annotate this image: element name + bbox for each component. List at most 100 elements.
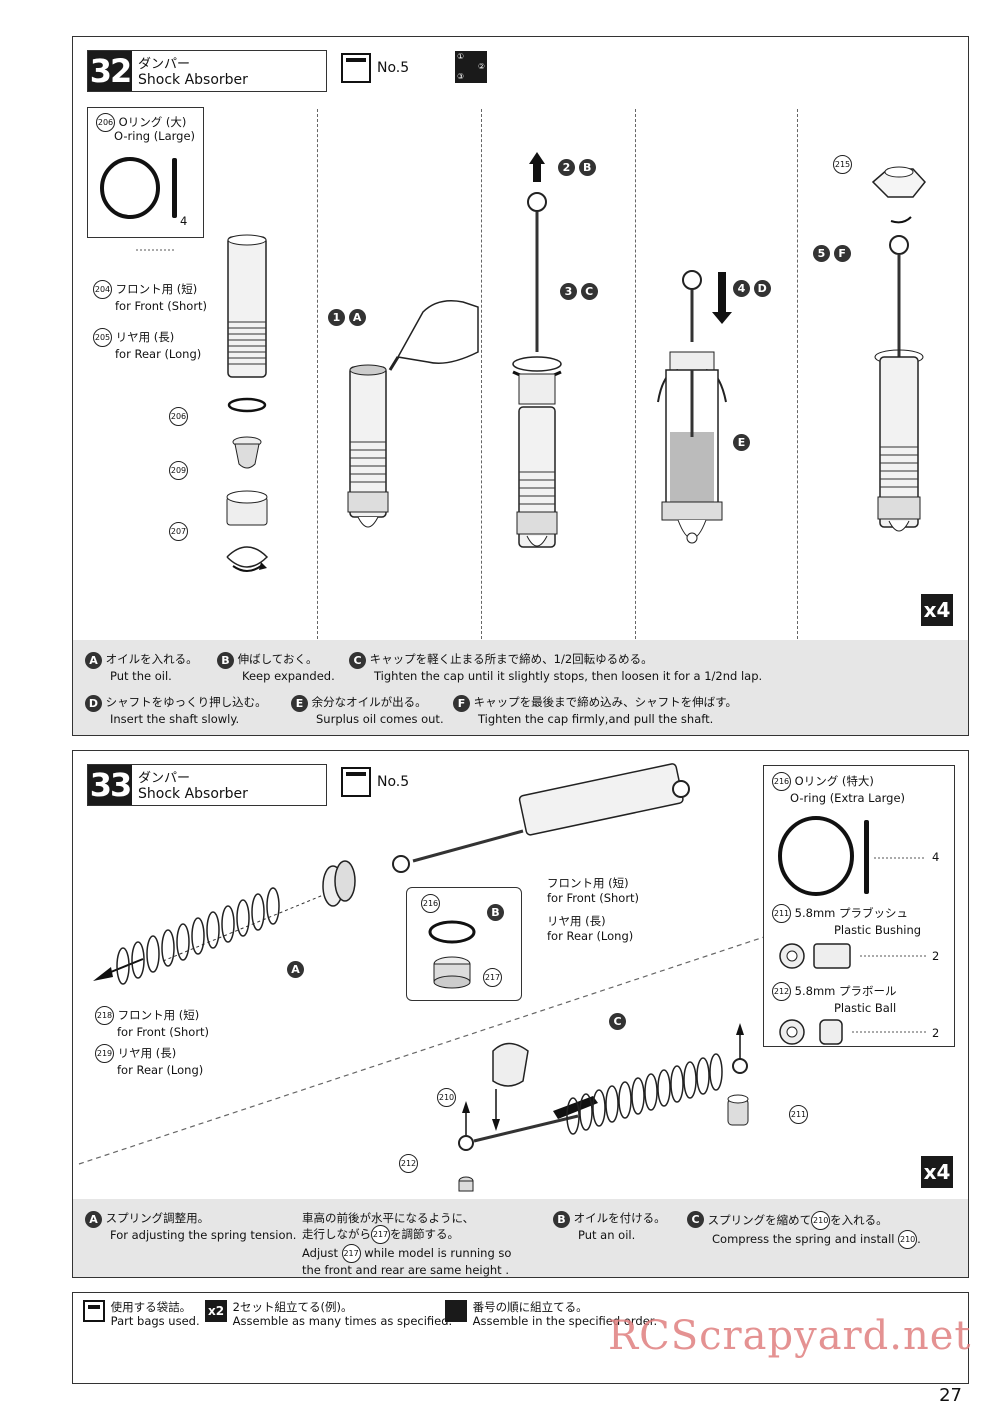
sequence-icon xyxy=(445,1300,467,1322)
pull-shaft-illustration xyxy=(512,152,562,548)
parts-211-qty: 2 xyxy=(932,949,940,963)
oring-qty: 4 xyxy=(180,214,188,228)
legend-jp: 2セット組立てる(例)。 xyxy=(232,1300,353,1314)
note-jp: スプリング調整用。 xyxy=(105,1211,210,1225)
part-number: 219 xyxy=(95,1044,114,1063)
callout-211: 211 xyxy=(789,1105,808,1124)
note-en: Tighten the cap firmly,and pull the shaf… xyxy=(478,712,714,726)
bag-label: No.5 xyxy=(377,60,410,76)
sequence-step-3: ③ xyxy=(457,72,465,81)
insert-shaft-illustration xyxy=(657,270,732,544)
note-c: C キャップを軽く止まる所まで締め、1/2回転ゆるめる。Tighten the … xyxy=(349,652,762,683)
part-en: for Front (Short) xyxy=(115,299,208,313)
part-number: 205 xyxy=(93,328,112,347)
watermark: RCScrapyard.net xyxy=(608,1313,972,1359)
step-title-jp: ダンパー xyxy=(138,57,191,72)
part-number: 210 xyxy=(811,1211,831,1230)
note-en: Keep expanded. xyxy=(242,669,335,683)
part-en: Plastic Bushing xyxy=(834,923,922,937)
legend-en: Assemble as many times as specified. xyxy=(232,1314,453,1328)
note-jp: を入れる。 xyxy=(830,1213,888,1227)
bag-indicator: No.5 xyxy=(341,767,409,797)
bag-icon xyxy=(341,53,371,83)
step-order: 5 xyxy=(813,245,830,262)
legend-bag: 使用する袋詰。 Part bags used. xyxy=(83,1300,200,1328)
step-32-notes: A オイルを入れる。Put the oil. B 伸ばしておく。Keep exp… xyxy=(73,640,968,735)
note-en: Put the oil. xyxy=(110,669,172,683)
step-badge-2: 2 B xyxy=(558,159,596,176)
step-badge-5: 5 F xyxy=(813,245,851,262)
note-en: Surplus oil comes out. xyxy=(316,712,444,726)
shock-assembly-exploded-illustration xyxy=(93,763,690,985)
callout-209: 209 xyxy=(169,461,188,480)
divider xyxy=(635,109,636,639)
step-order: 3 xyxy=(560,283,577,300)
note-letter: C xyxy=(687,1211,704,1228)
note-a: A スプリング調整用。 For adjusting the spring ten… xyxy=(85,1211,296,1242)
note-letter: B xyxy=(487,904,504,921)
step-title-en: Shock Absorber xyxy=(138,72,248,88)
note-letter: D xyxy=(85,695,102,712)
note-en: the front and rear are same height . xyxy=(302,1263,510,1277)
adjuster-detail-illustration xyxy=(428,920,476,989)
sequence-step-2: ② xyxy=(477,62,485,71)
oring-illustration xyxy=(100,157,177,251)
note-letter: A xyxy=(287,961,304,978)
oring-jp: Oリング (大) xyxy=(118,115,187,129)
note-jp: オイルを入れる。 xyxy=(105,652,198,666)
note-jp: 車高の前後が水平になるように、 xyxy=(302,1211,475,1225)
note-jp: キャップを軽く止まる所まで締め、1/2回転ゆるめる。 xyxy=(369,652,653,666)
note-d: D シャフトをゆっくり押し込む。Insert the shaft slowly. xyxy=(85,695,267,726)
part-number: 211 xyxy=(789,1105,808,1124)
oring-parts-box: 206 Oリング (大) O-ring (Large) 4 xyxy=(87,107,204,251)
legend-multiplier: x2 2セット組立てる(例)。 Assemble as many times a… xyxy=(205,1300,452,1328)
bag-icon xyxy=(341,767,371,797)
sequence-icon: ① ② ③ xyxy=(455,51,487,83)
step-order: 1 xyxy=(328,309,345,326)
part-number: 215 xyxy=(833,155,852,174)
note-jp: を調節する。 xyxy=(390,1227,459,1241)
part-number: 206 xyxy=(96,113,115,132)
note-jp: 余分なオイルが出る。 xyxy=(311,695,427,709)
step-33-notes: A スプリング調整用。 For adjusting the spring ten… xyxy=(73,1199,968,1277)
legend-en: Part bags used. xyxy=(110,1314,200,1328)
part-jp: フロント用 (短) xyxy=(117,1008,200,1022)
oring-en: O-ring (Large) xyxy=(114,129,196,143)
step-order: 4 xyxy=(733,280,750,297)
legend-sequence: 番号の順に組立てる。 Assemble in the specified ord… xyxy=(445,1300,657,1328)
parts-216-label: 216 Oリング (特大) O-ring (Extra Large) xyxy=(772,772,905,806)
divider xyxy=(797,109,798,639)
parts-212-label: 212 5.8mm プラボール Plastic Ball xyxy=(772,982,897,1016)
parts-216-qty: 4 xyxy=(932,850,940,864)
plastic-ball-illustration xyxy=(779,1019,926,1045)
part-number: 206 xyxy=(169,407,188,426)
note-letter: F xyxy=(453,695,470,712)
part-number: 210 xyxy=(898,1230,918,1249)
body-front-label: フロント用 (短) for Front (Short) xyxy=(547,876,639,906)
note-jp: スプリングを縮めて xyxy=(707,1213,812,1227)
spring-front-label: 218 フロント用 (短) for Front (Short) xyxy=(95,1006,209,1040)
step-badge-4: 4 D xyxy=(733,280,771,297)
part-number: 212 xyxy=(399,1154,418,1173)
x2-icon: x2 xyxy=(205,1300,227,1322)
bag-label: No.5 xyxy=(377,774,410,790)
part-number: 212 xyxy=(772,982,791,1001)
note-en: while model is running so xyxy=(364,1246,512,1260)
note-jp: オイルを付ける。 xyxy=(573,1211,666,1225)
legend-en: Assemble in the specified order. xyxy=(472,1314,658,1328)
body-rear-label: リヤ用 (長) for Rear (Long) xyxy=(547,914,633,944)
note-en: For adjusting the spring tension. xyxy=(110,1228,297,1242)
bag-icon xyxy=(83,1300,105,1322)
callout-207: 207 xyxy=(169,522,188,541)
letter-a: A xyxy=(287,961,304,978)
diagonal-divider xyxy=(78,935,768,1165)
part-jp: プラボール xyxy=(839,984,897,998)
parts-212-qty: 2 xyxy=(932,1026,940,1040)
note-b: B 伸ばしておく。Keep expanded. xyxy=(217,652,335,683)
shock-body-exploded-illustration xyxy=(226,234,269,572)
legend-jp: 使用する袋詰。 xyxy=(110,1300,192,1314)
parts-list-box: 216 Oリング (特大) O-ring (Extra Large) 4 211… xyxy=(763,765,955,1047)
e-label: E xyxy=(733,434,750,451)
part-205-label: 205 リヤ用 (長) for Rear (Long) xyxy=(93,328,201,362)
